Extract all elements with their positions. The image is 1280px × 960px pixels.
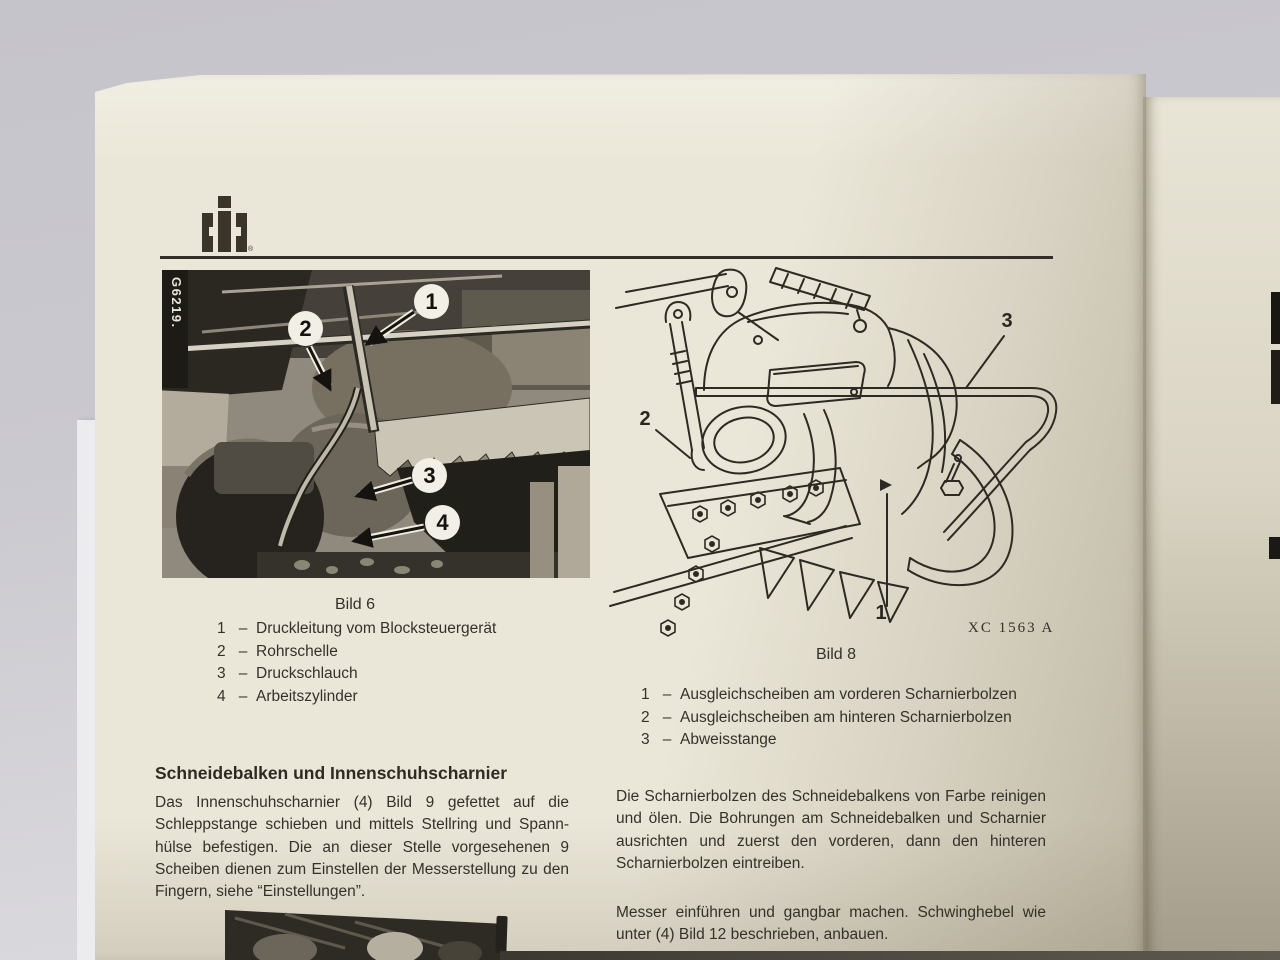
legend-dash: – <box>662 708 672 726</box>
figure6-callout-2: 2 <box>288 311 323 346</box>
legend-dash: – <box>662 686 672 703</box>
callout-number: 2 <box>299 315 312 341</box>
figure8-drawing <box>608 262 1078 647</box>
figure8-plate-code: XC 1563 A <box>968 620 1055 636</box>
legend-row: 2 – Ausgleichscheiben am hinteren Scharn… <box>641 707 1017 730</box>
legend-number: 2 <box>217 642 226 660</box>
legend-number: 3 <box>217 665 226 682</box>
legend-dash: – <box>238 620 248 637</box>
figure9-photo-art <box>225 910 506 960</box>
legend-dash: – <box>238 642 248 660</box>
header-rule <box>160 256 1053 259</box>
figure6-photo-code: G6219. <box>169 277 184 329</box>
logo-center-bar <box>218 211 231 252</box>
figure9-photo-partial <box>225 908 506 960</box>
figure6-callout-4: 4 <box>425 505 460 540</box>
figure8-callout-2: 2 <box>639 408 651 430</box>
underlying-page-edge <box>77 420 98 960</box>
table-edge-shadow <box>500 951 1280 960</box>
legend-number: 1 <box>217 620 226 637</box>
figure8-callout-3: 3 <box>1001 310 1013 332</box>
legend-number: 2 <box>641 708 650 726</box>
section-paragraph: Das Innenschuhscharnier (4) Bild 9 gefet… <box>155 794 569 901</box>
legend-row: 1 – Druckleitung vom Blocksteuergerät <box>217 618 496 641</box>
legend-row: 4 – Arbeitszylinder <box>217 686 496 709</box>
figure6-photo-art <box>154 270 591 591</box>
legend-row: 3 – Druckschlauch <box>217 663 496 686</box>
legend-label: Ausgleichscheiben am hinteren Scharnierb… <box>680 708 1012 726</box>
legend-row: 1 – Ausgleichscheiben am vorderen Scharn… <box>641 684 1017 707</box>
ih-brand-logo: ® <box>200 194 254 256</box>
figure6-callout-3: 3 <box>412 458 447 493</box>
booklet-right-page <box>1146 97 1280 960</box>
right-paragraph-1: Die Scharnierbolzen des Schneidebalkens … <box>616 788 1046 872</box>
booklet-spine-fold <box>1143 97 1146 960</box>
right-paragraph-2: Messer einführen und gangbar machen. Sch… <box>616 904 1046 944</box>
logo-left-bar <box>202 213 213 252</box>
next-page-ink-mark <box>1269 537 1280 559</box>
logo-i-dot <box>218 196 231 208</box>
figure6-photo <box>154 270 591 591</box>
logo-right-bar <box>236 213 247 252</box>
section-heading: Schneidebalken und Innenschuhscharnier <box>155 763 508 783</box>
callout-arrows <box>305 309 425 548</box>
figure8-drawing-art <box>609 267 1058 637</box>
legend-row: 3 – Abweisstange <box>641 729 1017 752</box>
legend-label: Abweisstange <box>680 731 777 748</box>
callout-number: 4 <box>436 509 449 535</box>
figure8-legend: 1 – Ausgleichscheiben am vorderen Scharn… <box>641 684 1017 752</box>
callout-number: 1 <box>425 288 438 314</box>
figure6-caption: Bild 6 <box>334 596 376 613</box>
legend-label: Druckschlauch <box>256 665 358 682</box>
legend-dash: – <box>238 665 248 682</box>
figure8-caption: Bild 8 <box>815 646 857 663</box>
page-edge-ink-nub <box>495 915 508 954</box>
figure8-callout-1: 1 <box>875 602 887 624</box>
legend-number: 4 <box>217 687 226 705</box>
legend-label: Rohrschelle <box>256 642 338 660</box>
next-page-ink-mark <box>1271 292 1280 344</box>
legend-number: 3 <box>641 731 650 748</box>
legend-label: Ausgleichscheiben am vorderen Scharnierb… <box>680 686 1017 703</box>
legend-label: Druckleitung vom Blocksteuergerät <box>256 620 497 637</box>
legend-number: 1 <box>641 686 650 703</box>
legend-dash: – <box>238 687 248 705</box>
registered-trademark: ® <box>248 246 254 253</box>
logo-left-notch <box>209 227 214 236</box>
next-page-ink-mark <box>1271 350 1280 404</box>
figure6-legend: 1 – Druckleitung vom Blocksteuergerät 2 … <box>217 618 496 708</box>
legend-dash: – <box>662 731 672 748</box>
legend-row: 2 – Rohrschelle <box>217 641 496 664</box>
callout-number: 3 <box>423 462 436 488</box>
legend-label: Arbeitszylinder <box>256 687 358 705</box>
figure6-callout-1: 1 <box>414 284 449 319</box>
logo-right-notch <box>236 227 241 236</box>
